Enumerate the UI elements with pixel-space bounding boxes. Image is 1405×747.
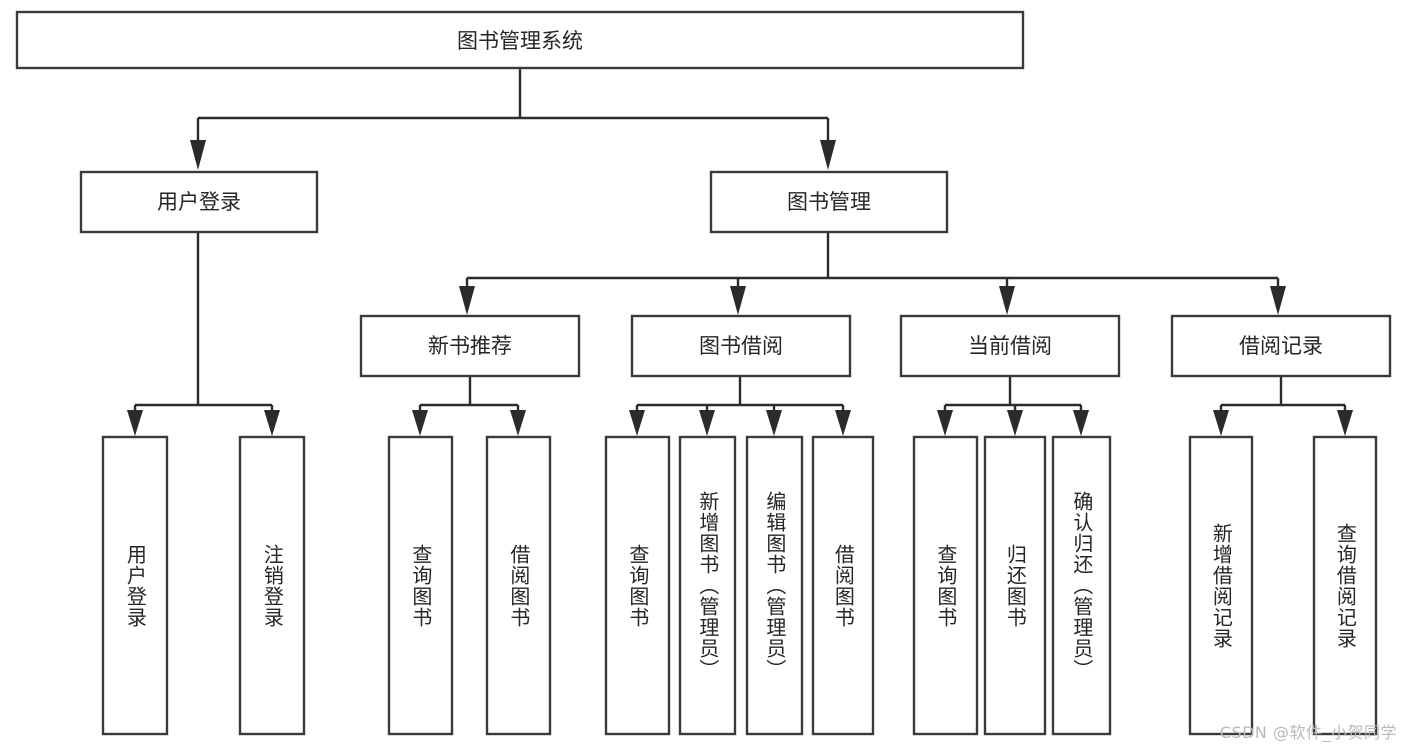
- node-layer: 图书管理系统 用户登录 图书管理 新书推荐 图书借阅 当前借阅 借阅记录: [15, 10, 1392, 736]
- arrow-head-query-book-2: [629, 410, 645, 436]
- node-book-manage-box[interactable]: [709, 170, 949, 234]
- csdn-watermark: CSDN @软件_小贺同学: [1219, 723, 1397, 742]
- arrow-head-borrow-book-1: [510, 410, 526, 436]
- node-borrow-record-box[interactable]: [1170, 314, 1392, 378]
- node-current-borrow-label: 当前借阅: [968, 334, 1052, 358]
- arrow-head-query-book-1: [412, 410, 428, 436]
- arrow-head-query-record: [1337, 410, 1353, 436]
- arrow-head-book-manage: [820, 140, 836, 170]
- node-add-book-box[interactable]: [678, 435, 737, 736]
- node-edit-book-box[interactable]: [745, 435, 804, 736]
- arrow-head-add-book: [699, 410, 715, 436]
- node-add-record-box[interactable]: [1188, 435, 1254, 736]
- arrow-head-new-book-recommend: [459, 286, 475, 315]
- node-borrow-record-label: 借阅记录: [1239, 334, 1323, 358]
- node-login-box[interactable]: [101, 435, 169, 736]
- arrow-head-current-borrow: [999, 286, 1015, 315]
- node-user-login-box[interactable]: [79, 170, 319, 234]
- connector-layer: [127, 68, 1353, 436]
- node-query-book-1-box[interactable]: [387, 435, 454, 736]
- arrow-head-confirm-return: [1073, 410, 1089, 436]
- node-confirm-return-box[interactable]: [1051, 435, 1112, 736]
- node-return-book-box[interactable]: [983, 435, 1047, 736]
- arrow-head-user-login: [190, 140, 206, 170]
- arrow-head-return-book: [1007, 410, 1023, 436]
- arrow-head-login: [127, 410, 143, 436]
- node-root-box[interactable]: [15, 10, 1025, 70]
- arrow-head-query-book-3: [937, 410, 953, 436]
- node-new-book-recommend-box[interactable]: [359, 314, 581, 378]
- arrow-head-borrow-book-2: [835, 410, 851, 436]
- node-user-login-label: 用户登录: [157, 190, 241, 214]
- node-logout-box[interactable]: [238, 435, 306, 736]
- node-book-borrow-label: 图书借阅: [699, 334, 783, 358]
- node-query-book-2-box[interactable]: [604, 435, 671, 736]
- node-book-borrow-box[interactable]: [630, 314, 852, 378]
- node-query-record-box[interactable]: [1312, 435, 1378, 736]
- arrow-head-edit-book: [766, 410, 782, 436]
- node-query-book-3-box[interactable]: [912, 435, 979, 736]
- node-borrow-book-2-box[interactable]: [811, 435, 875, 736]
- node-book-manage-label: 图书管理: [787, 190, 871, 214]
- node-root-label: 图书管理系统: [457, 29, 583, 53]
- arrow-head-logout: [264, 410, 280, 436]
- arrow-head-borrow-record: [1270, 286, 1286, 315]
- node-borrow-book-1-box[interactable]: [485, 435, 552, 736]
- arrow-head-add-record: [1213, 410, 1229, 436]
- node-new-book-recommend-label: 新书推荐: [428, 334, 512, 358]
- arrow-head-book-borrow: [730, 286, 746, 315]
- node-current-borrow-box[interactable]: [899, 314, 1121, 378]
